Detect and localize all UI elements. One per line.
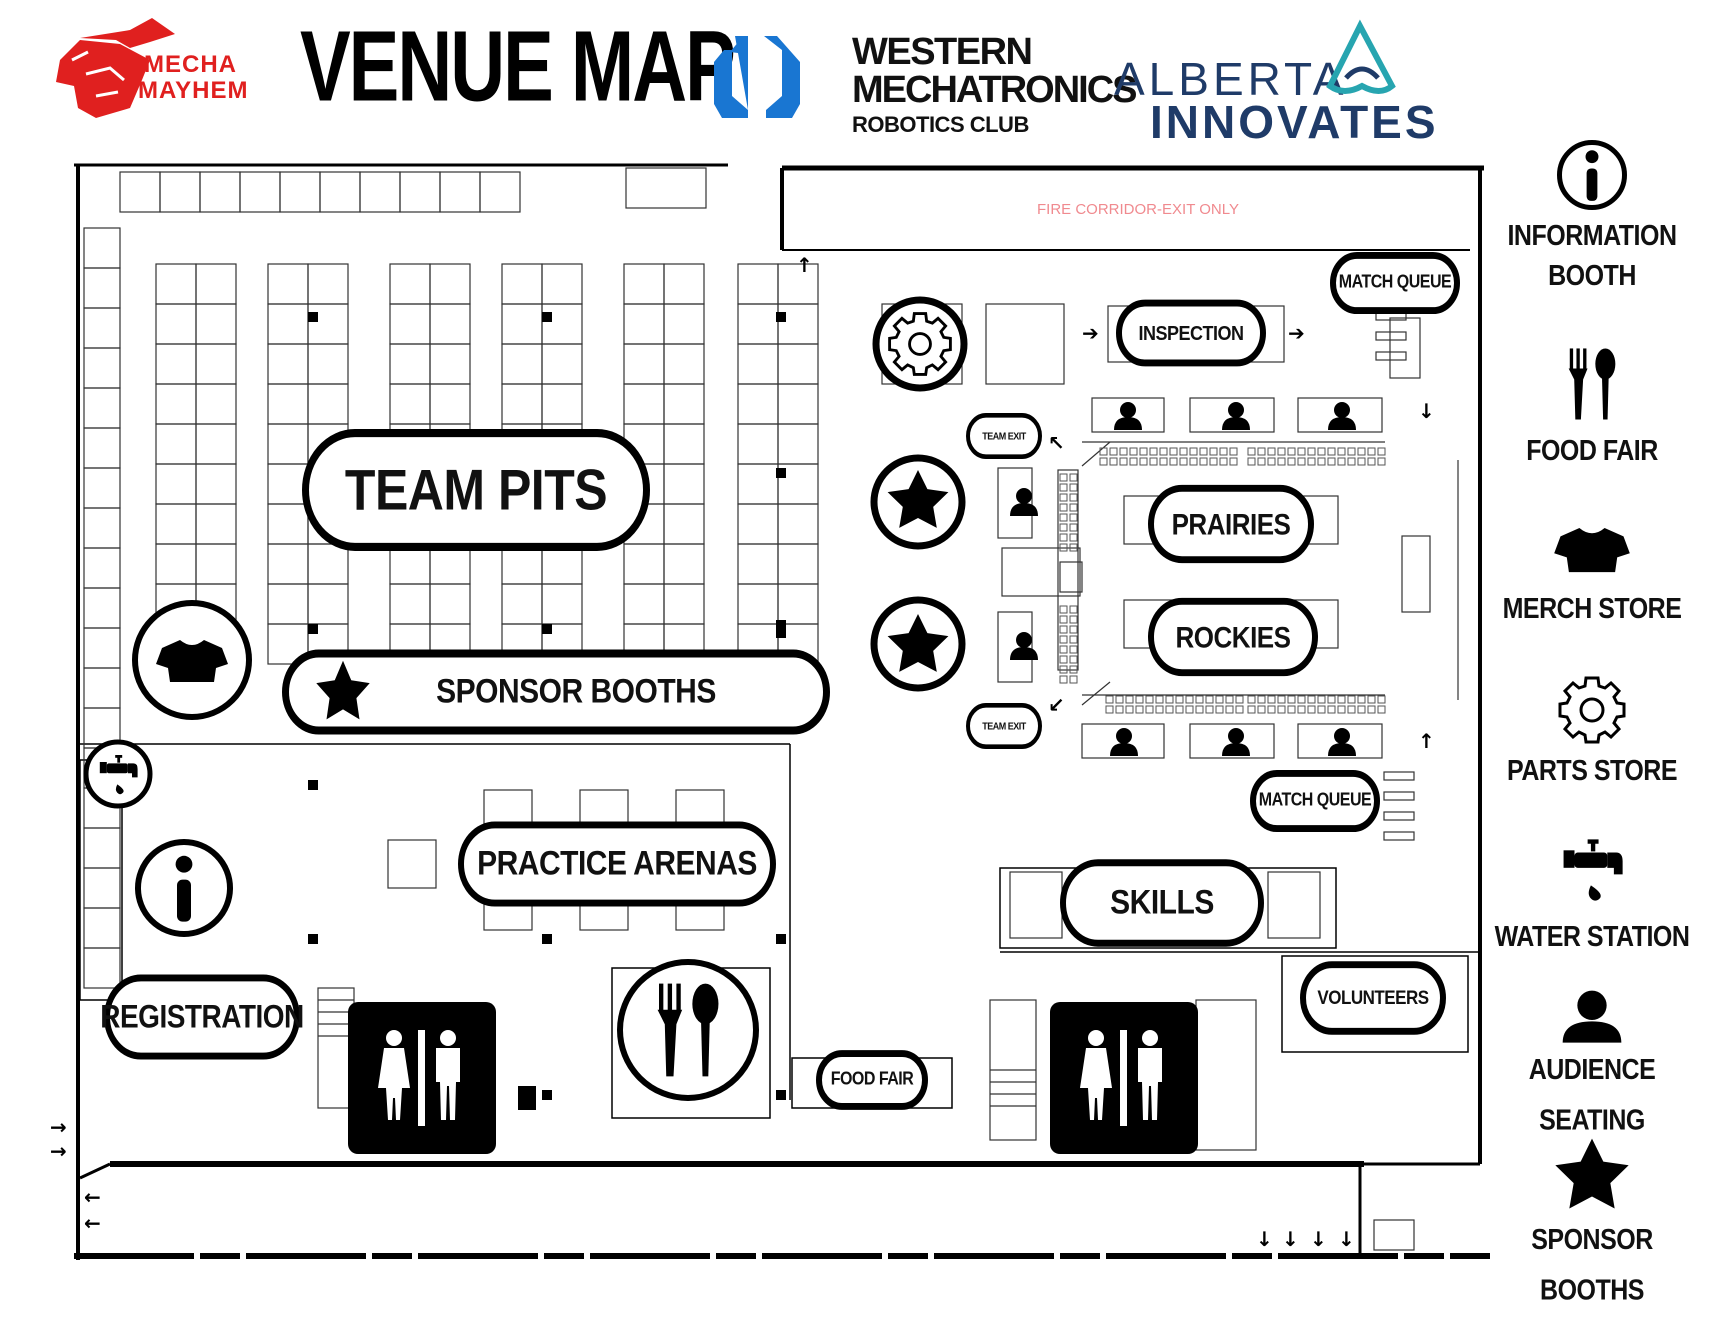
audience-seating-icon	[1114, 402, 1142, 430]
restroom-left	[348, 1002, 496, 1154]
legend-food-fair: FOOD FAIR	[1492, 344, 1692, 473]
merch-store-icon	[1554, 528, 1630, 573]
parts-store-icon	[1558, 676, 1626, 744]
sponsor-booths-text: SPONSOR BOOTHS	[436, 672, 716, 711]
audience-seating-icon	[1328, 728, 1356, 756]
food-fair-icon	[1568, 348, 1616, 420]
western-logo-line2: MECHATRONICS	[852, 69, 1136, 111]
team-pits-label: TEAM PITS	[302, 429, 650, 551]
fire-corridor-label: FIRE CORRIDOR-EXIT ONLY	[1037, 201, 1239, 218]
western-logo-line1: WESTERN	[852, 31, 1032, 73]
mecha-logo-line2: MAYHEM	[138, 77, 248, 104]
svg-text:→: →	[50, 1115, 67, 1139]
audience-seating-icon	[1010, 632, 1038, 660]
svg-text:→: →	[50, 1139, 67, 1163]
sponsor-booths-label: SPONSOR BOOTHS	[282, 649, 830, 735]
audience-seating-icon	[1222, 728, 1250, 756]
match-queue-top-label: MATCH QUEUE	[1330, 251, 1460, 315]
svg-text:↓: ↓	[1256, 1227, 1273, 1251]
match-queue-bottom-label: MATCH QUEUE	[1250, 769, 1380, 833]
svg-text:➔: ➔	[1288, 321, 1305, 345]
svg-text:←: ←	[84, 1211, 101, 1235]
rockies-label: ROCKIES	[1148, 597, 1318, 677]
information-icon	[175, 855, 193, 922]
seating-rows	[1059, 447, 1386, 714]
team-exit-bottom-label: TEAM EXIT	[966, 703, 1042, 749]
floor-plan	[74, 163, 1490, 1260]
map-circle-markers	[83, 296, 968, 1101]
page-title: VENUE MAP	[300, 9, 734, 122]
western-logo-line3: ROBOTICS CLUB	[852, 112, 1029, 137]
legend-sponsor-booths: SPONSOR BOOTHS	[1492, 1136, 1692, 1309]
legend-label: WATER STATION	[1494, 920, 1690, 954]
audience-seating-icon	[1562, 990, 1622, 1043]
legend-parts-store: PARTS STORE	[1492, 672, 1692, 793]
legend-label: SPONSOR BOOTHS	[1531, 1223, 1653, 1307]
svg-text:↓: ↓	[1418, 399, 1435, 423]
audience-seating-icon	[1010, 488, 1038, 516]
legend-label: INFORMATION	[1507, 219, 1677, 253]
audience-seating-icon	[1222, 402, 1250, 430]
legend-water-station: WATER STATION	[1492, 830, 1692, 959]
legend-label: PARTS STORE	[1507, 754, 1678, 788]
mecha-logo-line1: MECHA	[144, 51, 237, 78]
legend-information-booth: INFORMATION BOOTH	[1492, 140, 1692, 298]
svg-text:↓: ↓	[1338, 1227, 1355, 1251]
svg-text:←: ←	[84, 1185, 101, 1209]
team-pit-grid	[83, 171, 819, 989]
svg-text:↓: ↓	[1310, 1227, 1327, 1251]
prairies-label: PRAIRIES	[1148, 484, 1314, 564]
alberta-innovates-logo: ALBERTA INNOVATES	[1114, 19, 1439, 148]
registration-label: REGISTRATION	[100, 974, 304, 1060]
sponsor-booth-icon	[316, 660, 370, 720]
legend-audience-seating: AUDIENCE SEATING	[1492, 986, 1692, 1139]
volunteers-label: VOLUNTEERS	[1300, 961, 1446, 1035]
svg-text:↙: ↙	[1048, 693, 1065, 717]
svg-text:↑: ↑	[1418, 729, 1435, 753]
flow-arrows: ➔ ➔ ↑ ↓ ↑ ↖ ↙ ↓ ↓ ↓ ↓ → → ← ←	[50, 253, 1435, 1251]
alberta-logo-line1: ALBERTA	[1114, 53, 1347, 105]
legend-label: AUDIENCE SEATING	[1528, 1053, 1656, 1137]
svg-text:↖: ↖	[1048, 431, 1065, 455]
mecha-mayhem-logo: MECHA MAYHEM	[56, 18, 248, 118]
svg-text:↑: ↑	[796, 253, 813, 277]
legend-label: MERCH STORE	[1502, 592, 1682, 626]
food-fair-map-label: FOOD FAIR	[816, 1050, 928, 1110]
skills-label: SKILLS	[1060, 859, 1264, 947]
audience-seating-icon	[1328, 402, 1356, 430]
svg-text:↓: ↓	[1282, 1227, 1299, 1251]
restroom-right	[1050, 1002, 1198, 1154]
team-exit-top-label: TEAM EXIT	[966, 413, 1042, 459]
western-mechatronics-logo: WESTERN MECHATRONICS ROBOTICS CLUB	[714, 31, 1138, 137]
water-station-icon	[1563, 839, 1623, 901]
information-icon	[1557, 140, 1627, 210]
svg-text:➔: ➔	[1082, 321, 1099, 345]
pillars	[308, 312, 786, 1110]
legend-merch-store: MERCH STORE	[1492, 516, 1692, 631]
sponsor-booth-icon	[1555, 1138, 1629, 1209]
practice-arenas-label: PRACTICE ARENAS	[458, 821, 776, 907]
audience-seating-icon	[1110, 728, 1138, 756]
legend-label: BOOTH	[1548, 259, 1636, 293]
inspection-label: INSPECTION	[1116, 299, 1266, 367]
legend-label: FOOD FAIR	[1526, 434, 1658, 468]
alberta-logo-line2: INNOVATES	[1150, 96, 1439, 148]
